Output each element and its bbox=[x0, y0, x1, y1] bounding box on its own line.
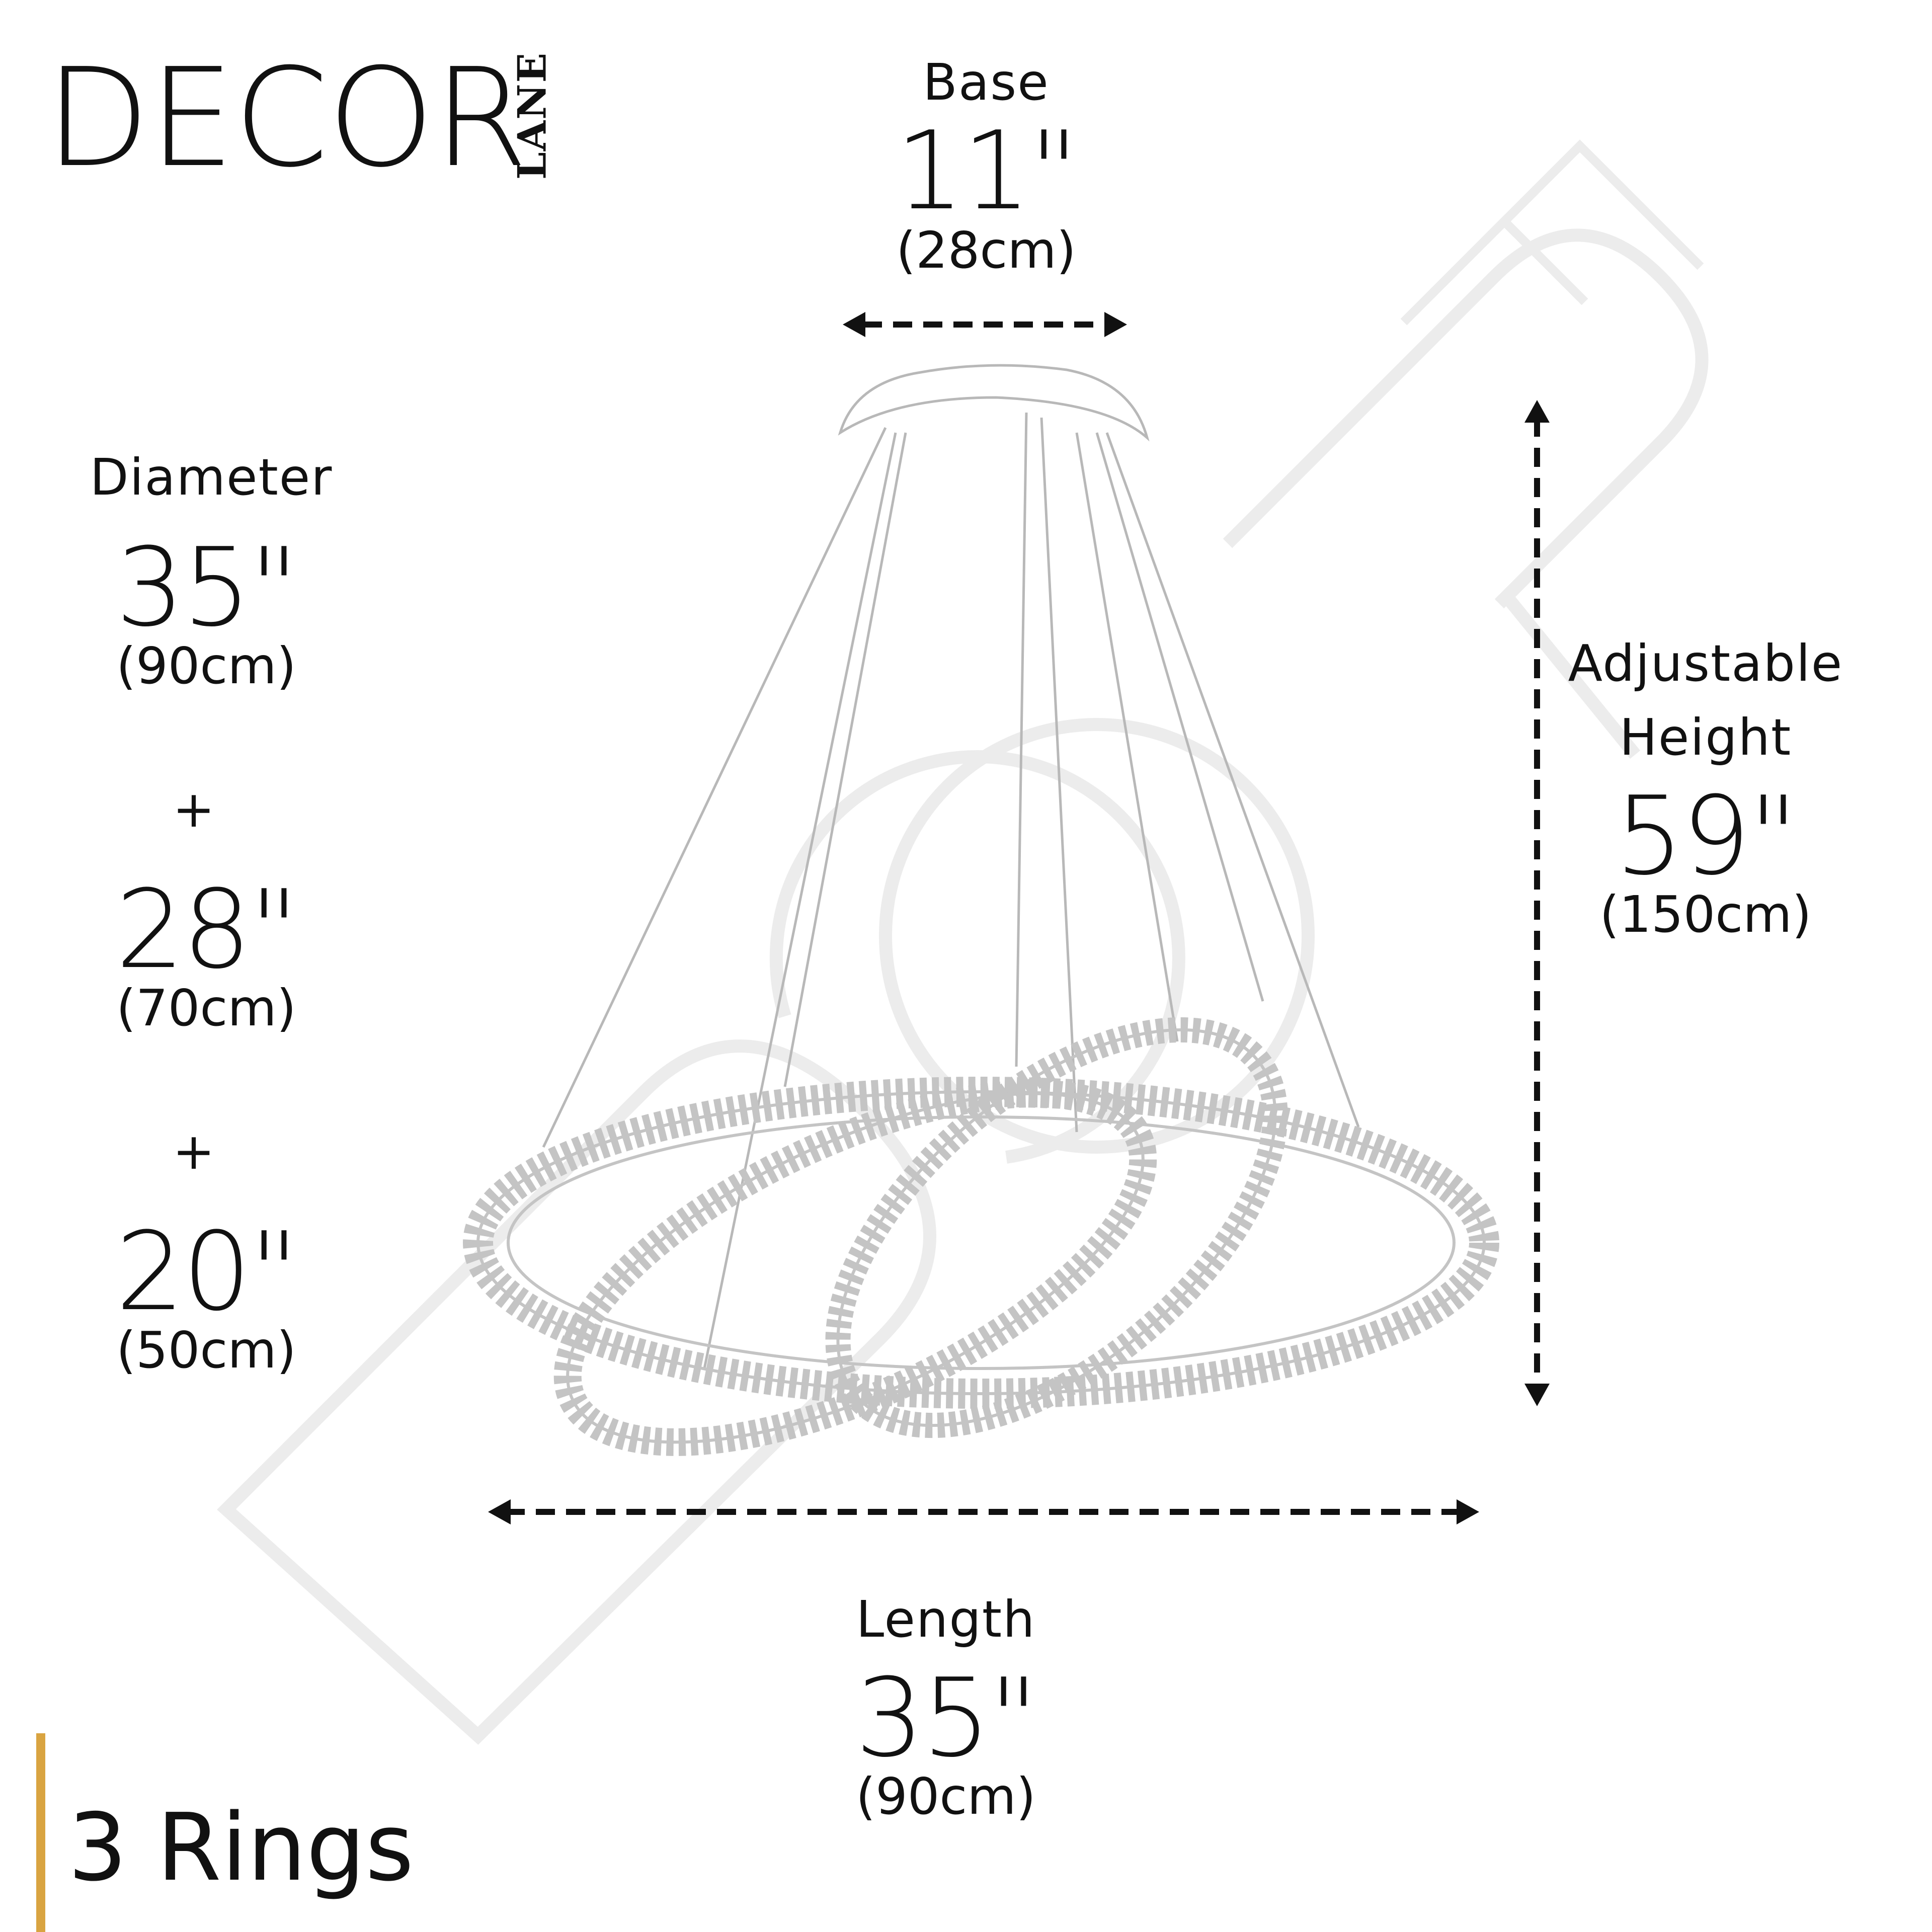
ceiling-canopy bbox=[838, 364, 1150, 442]
length-dimension: Length 35" (90cm) bbox=[795, 1590, 1097, 1826]
height-label-line2: Height bbox=[1619, 708, 1792, 767]
accent-bar bbox=[36, 1733, 45, 1932]
diameter-size-2: 28" (70cm) bbox=[60, 875, 352, 1037]
diameter-size-3: 20" (50cm) bbox=[60, 1218, 352, 1380]
length-arrow-right bbox=[1457, 1499, 1479, 1524]
diameter-metric-2: (70cm) bbox=[116, 979, 296, 1037]
length-inches: 35" bbox=[855, 1655, 1038, 1781]
diameter-inches-3: 20" bbox=[115, 1209, 299, 1335]
diameter-label-text: Diameter bbox=[90, 448, 333, 507]
diameter-inches-1: 35" bbox=[115, 524, 299, 651]
diameter-metric-3: (50cm) bbox=[116, 1321, 296, 1380]
height-arrow-up bbox=[1524, 400, 1550, 423]
length-metric: (90cm) bbox=[856, 1767, 1036, 1826]
base-arrow-right bbox=[1104, 312, 1127, 337]
length-label: Length bbox=[856, 1590, 1036, 1649]
base-dimension: Base 11" (28cm) bbox=[840, 53, 1132, 280]
base-inches: 11" bbox=[895, 108, 1079, 234]
rings-count-title: 3 Rings bbox=[68, 1793, 414, 1902]
brand-logo-decor: DECOR bbox=[45, 39, 528, 197]
diameter-inches-2: 28" bbox=[115, 866, 299, 993]
height-metric: (150cm) bbox=[1599, 885, 1812, 944]
height-label-line1: Adjustable bbox=[1568, 634, 1843, 693]
ring-small bbox=[825, 1017, 1288, 1438]
diameter-metric-1: (90cm) bbox=[116, 636, 296, 695]
length-arrow-left bbox=[488, 1499, 511, 1524]
height-inches: 59" bbox=[1615, 773, 1798, 899]
base-metric: (28cm) bbox=[896, 221, 1076, 280]
plus-sign-1: + bbox=[173, 780, 215, 839]
plus-sign-2: + bbox=[173, 1122, 215, 1181]
height-dimension: Adjustable Height 59" (150cm) bbox=[1550, 634, 1862, 944]
diameter-size-1: 35" (90cm) bbox=[60, 533, 352, 695]
height-arrow-down bbox=[1524, 1384, 1550, 1406]
base-arrow-left bbox=[843, 312, 865, 337]
base-label: Base bbox=[923, 53, 1050, 112]
